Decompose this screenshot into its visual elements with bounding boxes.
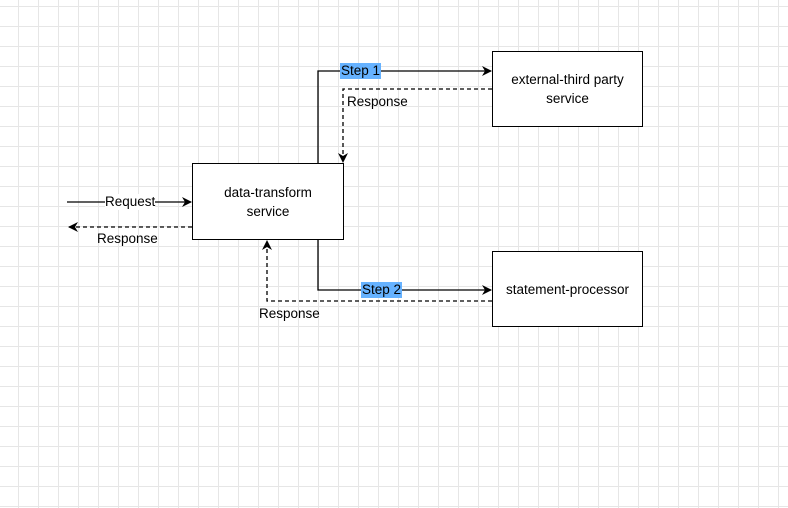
data-transform-service-box[interactable]: data-transform service: [192, 163, 344, 240]
external-third-party-service-label: external-third party service: [511, 72, 624, 106]
response-bottom-label: Response: [259, 306, 320, 321]
external-third-party-service-box[interactable]: external-third party service: [492, 51, 643, 127]
step2-arrow: [317, 240, 492, 295]
step1-arrow: [317, 66, 492, 163]
response-top-arrow: [338, 88, 492, 163]
data-transform-service-label: data-transform service: [224, 184, 312, 219]
response-left-label: Response: [97, 231, 158, 246]
step1-label: Step 1: [340, 63, 382, 79]
statement-processor-label: statement-processor: [505, 281, 630, 297]
request-label: Request: [105, 194, 156, 210]
statement-processor-box[interactable]: statement-processor: [492, 251, 643, 327]
response-top-label: Response: [347, 94, 408, 109]
response-bottom-arrow: [262, 240, 492, 302]
step2-label: Step 2: [361, 282, 403, 298]
